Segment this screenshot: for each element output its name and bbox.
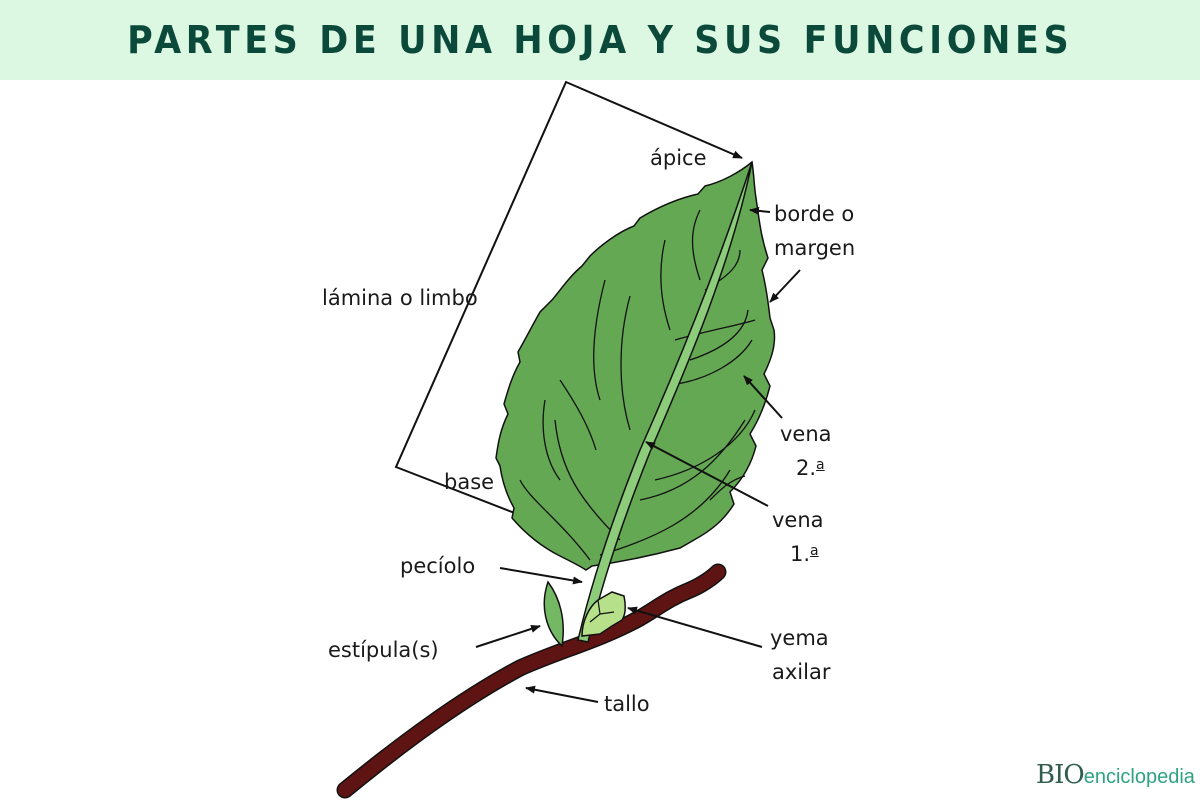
- vena-1-ordinal: a: [810, 543, 819, 559]
- label-tallo: tallo: [604, 692, 650, 716]
- title-banner: PARTES DE UNA HOJA Y SUS FUNCIONES: [0, 0, 1200, 80]
- stipule: [543, 580, 564, 648]
- label-margen: margen: [774, 236, 856, 260]
- label-vena-1-number: 1.a: [790, 544, 819, 565]
- label-axilar: axilar: [772, 660, 831, 684]
- label-base: base: [444, 470, 495, 494]
- vena-1-num: 1.: [790, 542, 811, 566]
- vena-2-num: 2.: [796, 456, 817, 480]
- label-vena-2: vena: [780, 422, 832, 446]
- lamina-bracket: [394, 80, 743, 537]
- secondary-veins: [519, 209, 756, 561]
- label-arrows: [475, 206, 801, 703]
- bioenciclopedia-logo: BIO enciclopedia: [1036, 760, 1195, 790]
- label-estipula: estípula(s): [328, 638, 439, 662]
- label-peciolo: pecíolo: [400, 554, 476, 578]
- page-title: PARTES DE UNA HOJA Y SUS FUNCIONES: [126, 18, 1074, 62]
- logo-enciclopedia: enciclopedia: [1083, 766, 1195, 788]
- midrib: [577, 161, 753, 643]
- label-apice: ápice: [650, 146, 707, 170]
- label-borde: borde o: [774, 202, 855, 226]
- label-lamina: lámina o limbo: [322, 286, 478, 310]
- logo-bio: BIO: [1036, 760, 1085, 790]
- vena-2-ordinal: a: [816, 457, 825, 473]
- label-vena-2-number: 2.a: [796, 458, 825, 479]
- label-yema: yema: [770, 626, 829, 650]
- label-vena-1: vena: [772, 508, 824, 532]
